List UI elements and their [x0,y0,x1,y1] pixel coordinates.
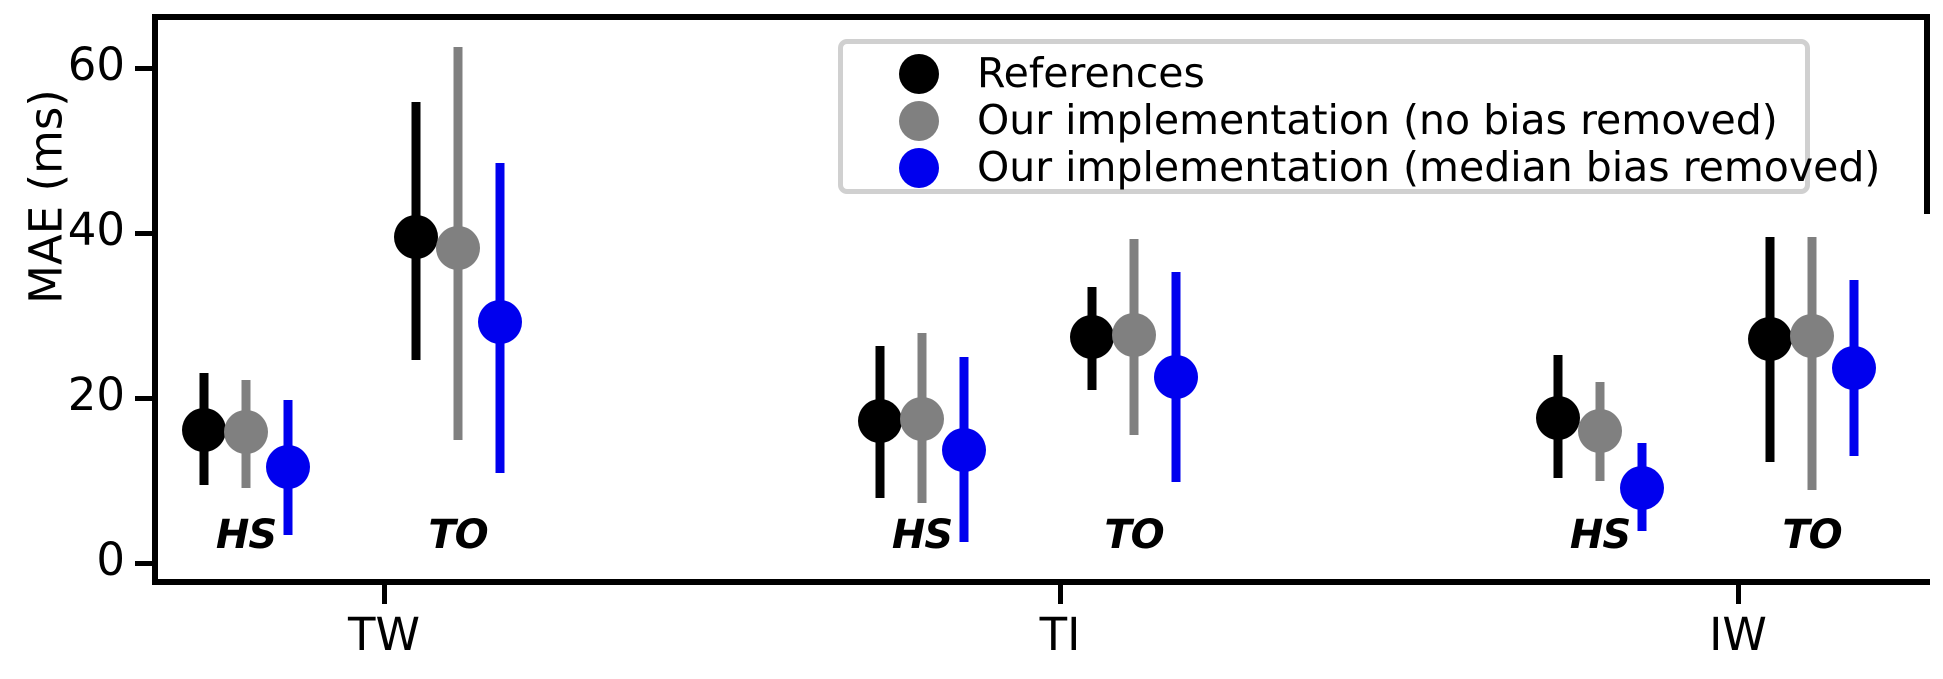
axis-spine-right [1924,14,1930,214]
data-point-marker [394,215,438,260]
data-point-marker [858,399,902,444]
legend-label: Our implementation (median bias removed) [977,143,1881,191]
y-tick-label: 0 [96,533,125,586]
sub-group-label: HS [1569,512,1631,558]
y-tick-mark [135,66,152,71]
data-point-marker [1620,465,1664,510]
sub-group-label: HS [215,512,277,558]
data-point-marker [942,427,986,472]
y-tick-label: 40 [67,203,125,256]
data-point-marker [266,445,310,490]
x-tick-mark [1058,585,1063,604]
sub-group-label: HS [891,512,953,558]
legend: References Our implementation (no bias r… [838,39,1880,194]
data-point-marker [1112,313,1156,358]
data-point-marker [478,300,522,345]
legend-item[interactable]: References [861,50,1787,97]
data-point-marker [1832,346,1876,391]
y-tick-mark [135,231,152,236]
x-tick-mark [382,585,387,604]
x-tick-label: TW [348,608,420,661]
data-point-marker [1154,355,1198,400]
data-point-marker [182,408,226,453]
y-tick-label: 60 [67,38,125,91]
sub-group-label: TO [428,512,488,558]
data-point-marker [224,409,268,454]
x-tick-label: TI [1039,608,1081,661]
data-point-marker [436,225,480,270]
plot-area [152,14,1930,585]
legend-label: References [977,49,1205,97]
data-point-marker [1748,316,1792,361]
circle-marker-icon [899,53,939,94]
y-tick-mark [135,396,152,401]
legend-item[interactable]: Our implementation (median bias removed) [861,144,1880,191]
x-tick-mark [1736,585,1741,604]
sub-group-label: TO [1104,512,1164,558]
circle-marker-icon [899,147,939,188]
x-tick-label: IW [1709,608,1767,661]
axis-spine-top [152,14,1930,20]
sub-group-label: TO [1782,512,1842,558]
data-point-marker [1536,395,1580,440]
error-bar [1807,237,1817,491]
legend-item[interactable]: Our implementation (no bias removed) [861,97,1787,144]
data-point-marker [900,396,944,441]
data-point-marker [1790,314,1834,359]
circle-marker-icon [899,100,939,141]
y-tick-mark [135,561,152,566]
data-point-marker [1578,409,1622,453]
y-tick-label: 20 [67,368,125,421]
y-axis-label: MAE (ms) [19,89,73,304]
data-point-marker [1070,314,1114,359]
legend-label: Our implementation (no bias removed) [977,96,1778,144]
